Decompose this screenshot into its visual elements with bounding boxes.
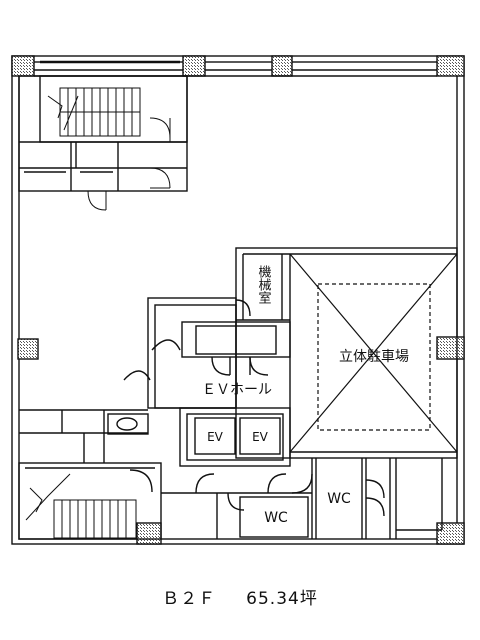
stairs-top xyxy=(47,87,141,137)
elevator-shafts xyxy=(194,417,281,455)
elevator-1-label: EV xyxy=(207,430,224,444)
parking-label: 立体駐車場 xyxy=(339,348,409,365)
top-left-service-block xyxy=(18,75,188,192)
floor-caption: Ｂ２Ｆ 65.34坪 xyxy=(0,584,480,609)
ev-hall-label: ＥＶホール xyxy=(202,382,272,398)
elevator-2-label: EV xyxy=(252,430,269,444)
parking-diagram xyxy=(289,253,458,453)
bottom-rooms xyxy=(161,458,443,539)
machine-room-label: 機械室 xyxy=(256,265,272,304)
wc-2-label: WC xyxy=(264,510,288,526)
lower-left-block xyxy=(18,409,162,540)
wc-1-label: WC xyxy=(327,491,351,507)
door-swings-top xyxy=(87,117,171,211)
window-strip xyxy=(34,60,437,77)
floor-label: Ｂ２Ｆ xyxy=(162,589,217,609)
floor-area: 65.34坪 xyxy=(246,589,318,609)
ev-hall-block xyxy=(123,297,291,467)
stairs-bottom xyxy=(25,473,137,539)
